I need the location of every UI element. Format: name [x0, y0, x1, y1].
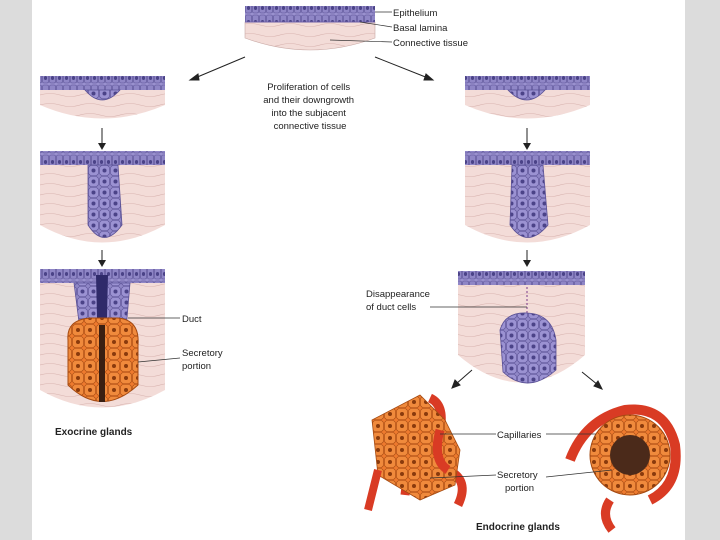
top-epithelium-stage	[244, 6, 376, 51]
label-disappearance: Disappearance of duct cells	[366, 289, 433, 313]
label-duct: Duct	[182, 314, 202, 325]
endocrine-cords	[364, 393, 467, 511]
right-stage-1	[465, 76, 590, 119]
label-exocrine-glands: Exocrine glands	[55, 427, 133, 438]
left-stage-2	[40, 151, 165, 243]
label-connective-tissue: Connective tissue	[393, 38, 468, 49]
left-stage-1	[40, 76, 165, 119]
label-proliferation: Proliferation of cells and their downgro…	[263, 82, 356, 132]
right-stage-2	[465, 151, 590, 243]
endocrine-follicle	[565, 404, 681, 533]
label-endocrine-glands: Endocrine glands	[476, 522, 560, 533]
branch-arrows	[188, 56, 435, 81]
label-epithelium: Epithelium	[393, 8, 437, 19]
exocrine-gland	[40, 269, 165, 408]
label-secretory-portion-exocrine: Secretory portion	[182, 348, 225, 372]
label-secretory-portion-endocrine: Secretory portion	[497, 470, 540, 494]
label-basal-lamina: Basal lamina	[393, 23, 448, 34]
label-capillaries: Capillaries	[497, 430, 542, 441]
right-stage-3	[458, 271, 585, 384]
endocrine-arrows	[451, 369, 604, 390]
